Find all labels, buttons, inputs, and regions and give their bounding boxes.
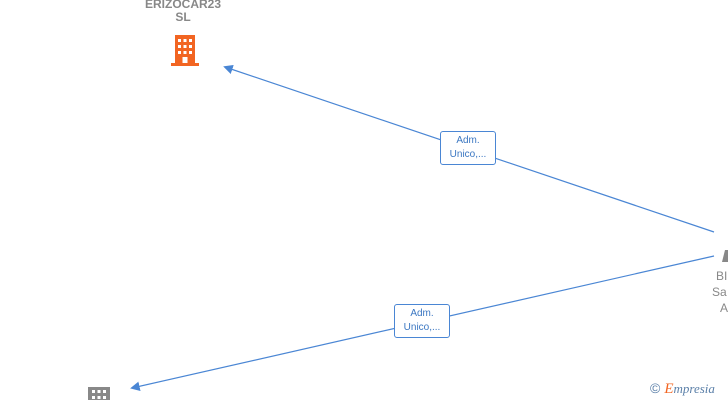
edge-label-line1: Adm. <box>410 308 434 319</box>
person-icon[interactable] <box>722 250 728 262</box>
edge-label-line2: Unico,... <box>449 149 487 160</box>
company-name-line2: SL <box>175 10 191 24</box>
person-name-line2: Sa <box>712 285 727 299</box>
building-icon[interactable] <box>86 387 112 400</box>
person-name-line1: BI <box>716 269 728 283</box>
company-name-top[interactable]: ERIZOCAR23 SL <box>128 0 238 24</box>
edge-label-line1: Adm. <box>456 135 480 146</box>
edge-label-line2: Unico,... <box>403 322 441 333</box>
person-name-line3: A <box>720 301 728 315</box>
person-name[interactable]: BI Sa A <box>712 268 728 316</box>
edge-label-role[interactable]: Adm. Unico,... <box>440 131 496 165</box>
building-icon[interactable] <box>169 33 201 67</box>
empresia-watermark: ©Empresia <box>650 380 715 398</box>
company-name-line1: ERIZOCAR23 <box>144 0 221 11</box>
edge-label-role[interactable]: Adm. Unico,... <box>394 304 450 338</box>
brand-initial: E <box>664 381 674 397</box>
copyright-symbol: © <box>650 380 661 396</box>
brand-name: mpresia <box>673 381 715 396</box>
